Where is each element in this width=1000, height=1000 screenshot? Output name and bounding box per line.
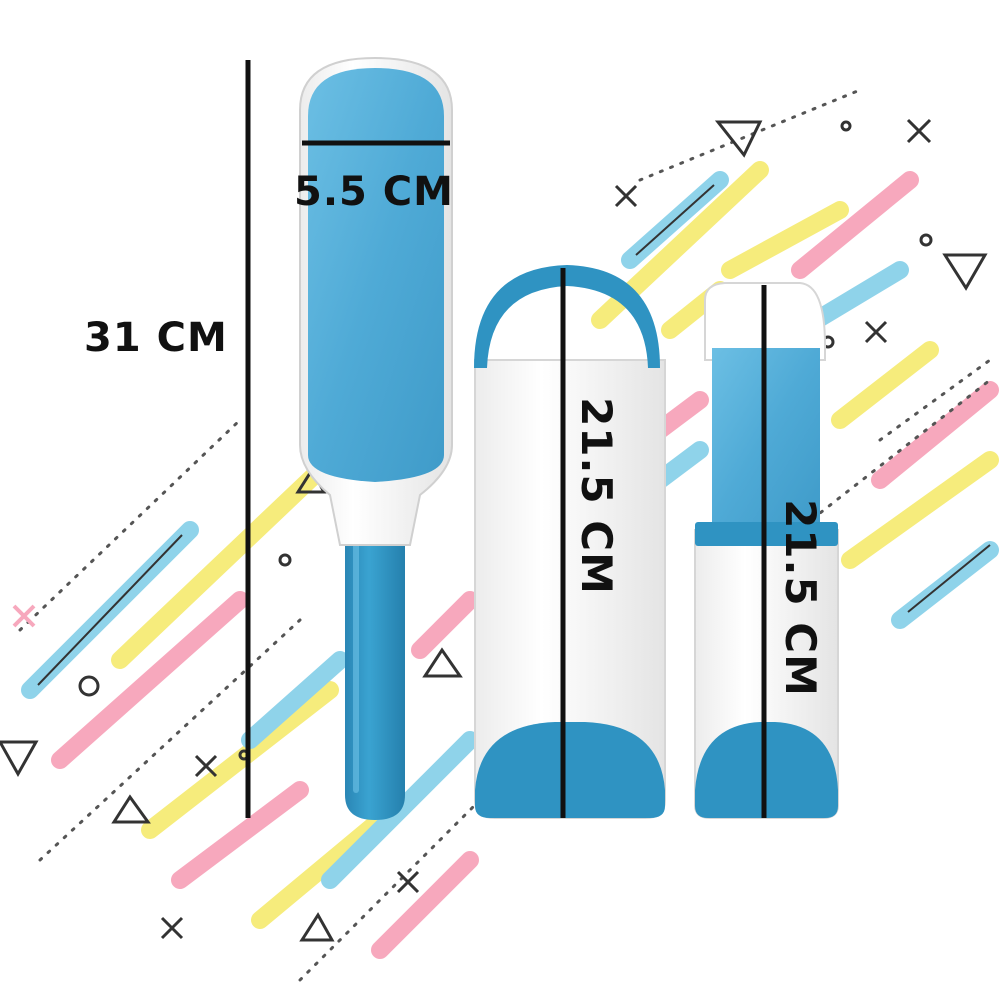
outlined-stripes: [37, 184, 991, 686]
brush-handle: [345, 528, 405, 820]
dotted-lines: [18, 88, 992, 982]
pink-cross-shape: [12, 604, 36, 628]
base-large-cap: [474, 265, 660, 368]
brush-width-label: 5.5 CM: [294, 169, 454, 215]
lint-brush: [299, 56, 453, 820]
brush-length-label: 31 CM: [84, 315, 228, 361]
base-large-height-label: 21.5 CM: [572, 397, 621, 595]
base-large: [474, 265, 666, 819]
base-small-height-label: 21.5 CM: [776, 499, 825, 697]
triangle-shapes: [0, 120, 988, 942]
cross-shapes: [160, 118, 932, 940]
base-large-foot: [475, 722, 665, 818]
brush-fabric: [308, 68, 444, 482]
